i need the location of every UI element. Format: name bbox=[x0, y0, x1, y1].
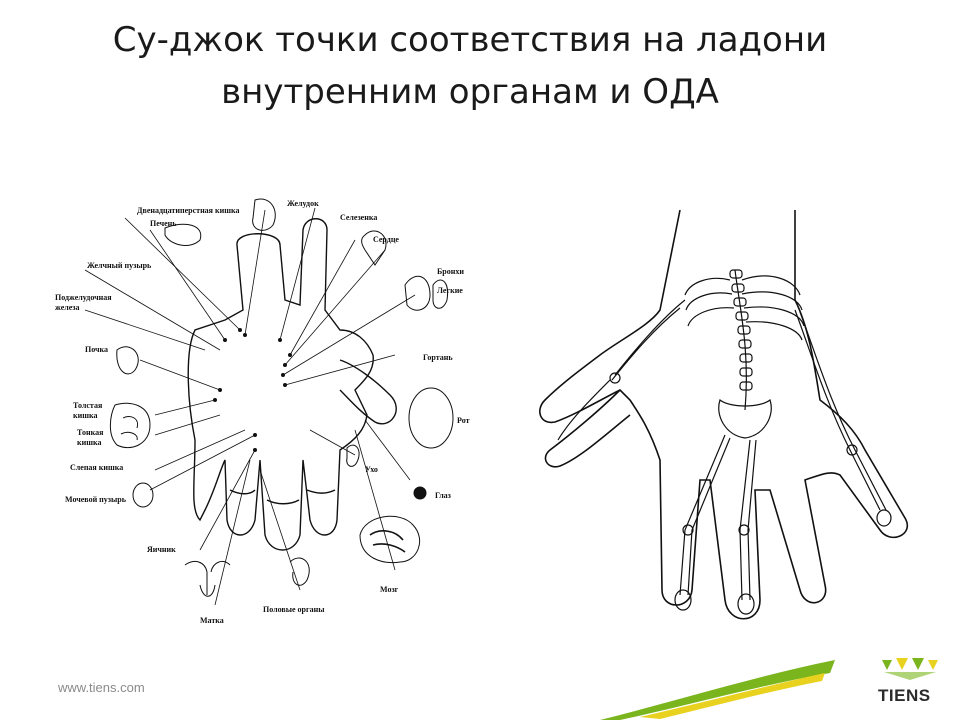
title-line-2: внутренним органам и ОДА bbox=[221, 72, 719, 112]
footer-swoosh bbox=[600, 660, 835, 720]
bladder-sketch bbox=[132, 482, 154, 508]
label-bladder: Мочевой пузырь bbox=[65, 495, 127, 504]
lungs-sketch bbox=[404, 275, 449, 311]
label-gallbladder: Желчный пузырь bbox=[87, 261, 152, 270]
pelvis bbox=[718, 398, 772, 439]
title-line-1: Су-джок точки соответствия на ладони bbox=[112, 20, 828, 60]
eye-sketch bbox=[413, 486, 427, 500]
label-genitals: Половые органы bbox=[263, 605, 325, 614]
mouth-sketch bbox=[408, 387, 454, 449]
palm-skeleton-diagram bbox=[539, 209, 908, 620]
brain-sketch bbox=[359, 515, 421, 564]
tiens-logo-text: TIENS bbox=[878, 686, 931, 705]
label-colon-2: кишка bbox=[73, 411, 97, 420]
label-eye: Глаз bbox=[435, 491, 452, 500]
label-larynx: Гортань bbox=[423, 353, 453, 362]
label-duodenum: Двенадцатиперстная кишка bbox=[137, 206, 239, 215]
label-pancreas-2: железа bbox=[55, 303, 80, 312]
label-ear: Ухо bbox=[365, 465, 378, 474]
liver-sketch bbox=[164, 223, 202, 246]
label-mouth: Рот bbox=[457, 416, 470, 425]
ovary-sketch bbox=[184, 561, 231, 595]
label-caecum: Слепая кишка bbox=[70, 463, 123, 472]
label-colon-1: Толстая bbox=[73, 401, 103, 410]
footer-url[interactable]: www.tiens.com bbox=[58, 680, 145, 695]
genitals-sketch bbox=[289, 557, 310, 586]
kidney-sketch bbox=[116, 346, 139, 375]
intestine-sketch bbox=[109, 402, 151, 449]
hand-outline bbox=[187, 218, 374, 551]
label-kidney: Почка bbox=[85, 345, 108, 354]
label-bronchi: Бронхи bbox=[437, 267, 464, 276]
slide-title: Су-джок точки соответствия на ладони вну… bbox=[60, 14, 880, 118]
label-uterus: Матка bbox=[200, 616, 224, 625]
label-small-int-2: кишка bbox=[77, 438, 101, 447]
label-lungs: Легкие bbox=[437, 286, 463, 295]
label-liver: Печень bbox=[150, 219, 177, 228]
label-small-int-1: Тонкая bbox=[77, 428, 104, 437]
label-spleen: Селезенка bbox=[340, 213, 377, 222]
palm-organ-diagram: Двенадцатиперстная кишка Желудок Печень … bbox=[55, 198, 470, 625]
label-heart: Сердце bbox=[373, 235, 399, 244]
stomach-sketch bbox=[252, 198, 276, 231]
spine bbox=[734, 269, 747, 411]
uterus-sketch bbox=[199, 584, 216, 597]
ear-sketch bbox=[346, 444, 360, 467]
label-ovary: Яичник bbox=[147, 545, 176, 554]
label-pancreas-1: Поджелудочная bbox=[55, 293, 112, 302]
heart-sketch bbox=[361, 230, 387, 266]
hand-outline-skeleton bbox=[539, 209, 908, 620]
label-stomach: Желудок bbox=[287, 199, 319, 208]
tiens-logo-icon bbox=[882, 658, 938, 680]
label-brain: Мозг bbox=[380, 585, 399, 594]
vertebrae bbox=[729, 269, 753, 391]
